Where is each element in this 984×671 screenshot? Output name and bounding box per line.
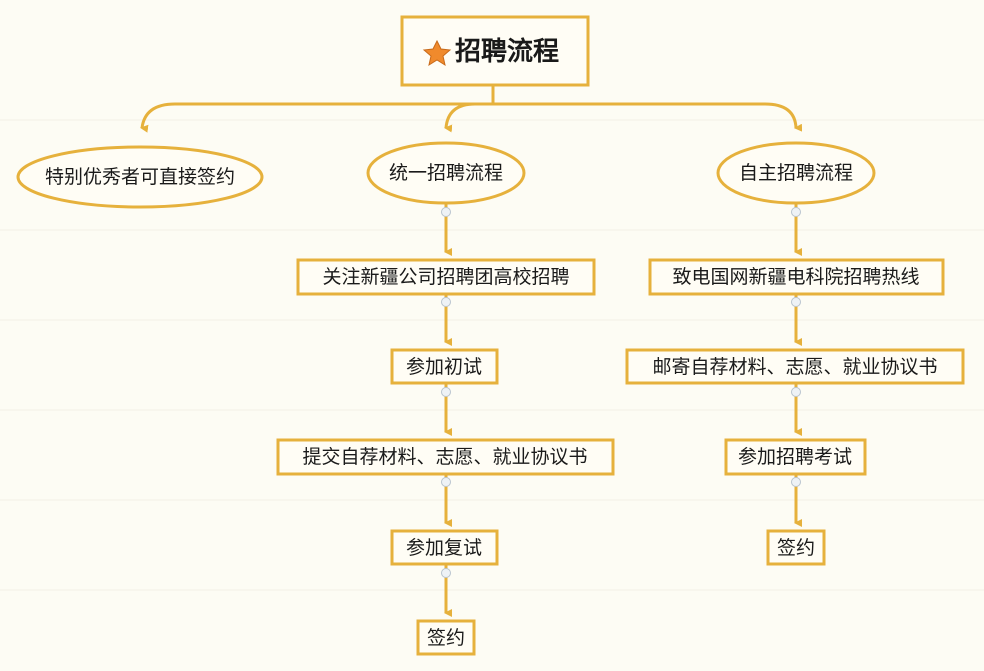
step-node[interactable]: 签约 bbox=[766, 529, 826, 566]
step-node[interactable]: 参加初试 bbox=[390, 348, 499, 385]
step-label: 参加初试 bbox=[406, 356, 482, 378]
collapse-icon[interactable] bbox=[441, 477, 451, 487]
collapse-icon[interactable] bbox=[791, 207, 801, 217]
step-label: 签约 bbox=[427, 627, 465, 649]
root-node[interactable]: 招聘流程 bbox=[400, 15, 590, 87]
collapse-icon[interactable] bbox=[441, 568, 451, 578]
collapse-icon[interactable] bbox=[791, 477, 801, 487]
step-node[interactable]: 参加招聘考试 bbox=[724, 438, 867, 476]
collapse-toggles[interactable] bbox=[441, 207, 801, 578]
background-lines bbox=[0, 119, 984, 591]
step-label: 提交自荐材料、志愿、就业协议书 bbox=[302, 446, 587, 468]
branch-unified[interactable]: 统一招聘流程 bbox=[366, 141, 526, 205]
step-node[interactable]: 致电国网新疆电科院招聘热线 bbox=[648, 258, 945, 296]
step-node[interactable]: 提交自荐材料、志愿、就业协议书 bbox=[276, 438, 615, 476]
step-node[interactable]: 签约 bbox=[416, 619, 476, 656]
step-label: 邮寄自荐材料、志愿、就业协议书 bbox=[652, 356, 937, 378]
step-node[interactable]: 参加复试 bbox=[390, 529, 499, 566]
step-label: 签约 bbox=[777, 537, 815, 559]
collapse-icon[interactable] bbox=[441, 387, 451, 397]
branch-label: 统一招聘流程 bbox=[389, 162, 503, 184]
collapse-icon[interactable] bbox=[441, 207, 451, 217]
branch-label: 自主招聘流程 bbox=[739, 162, 853, 184]
step-node[interactable]: 关注新疆公司招聘团高校招聘 bbox=[296, 258, 596, 296]
branch-label: 特别优秀者可直接签约 bbox=[45, 166, 235, 188]
step-label: 参加复试 bbox=[406, 537, 482, 559]
collapse-icon[interactable] bbox=[441, 297, 451, 307]
step-label: 致电国网新疆电科院招聘热线 bbox=[672, 266, 919, 288]
collapse-icon[interactable] bbox=[791, 387, 801, 397]
collapse-icon[interactable] bbox=[791, 297, 801, 307]
root-title: 招聘流程 bbox=[455, 37, 559, 67]
root-connectors bbox=[140, 85, 803, 133]
step-node[interactable]: 邮寄自荐材料、志愿、就业协议书 bbox=[625, 348, 965, 385]
step-label: 参加招聘考试 bbox=[738, 446, 852, 468]
star-icon bbox=[422, 39, 452, 67]
step-label: 关注新疆公司招聘团高校招聘 bbox=[322, 266, 569, 288]
branch-independent[interactable]: 自主招聘流程 bbox=[716, 141, 876, 205]
branch-direct-sign[interactable]: 特别优秀者可直接签约 bbox=[16, 145, 264, 209]
